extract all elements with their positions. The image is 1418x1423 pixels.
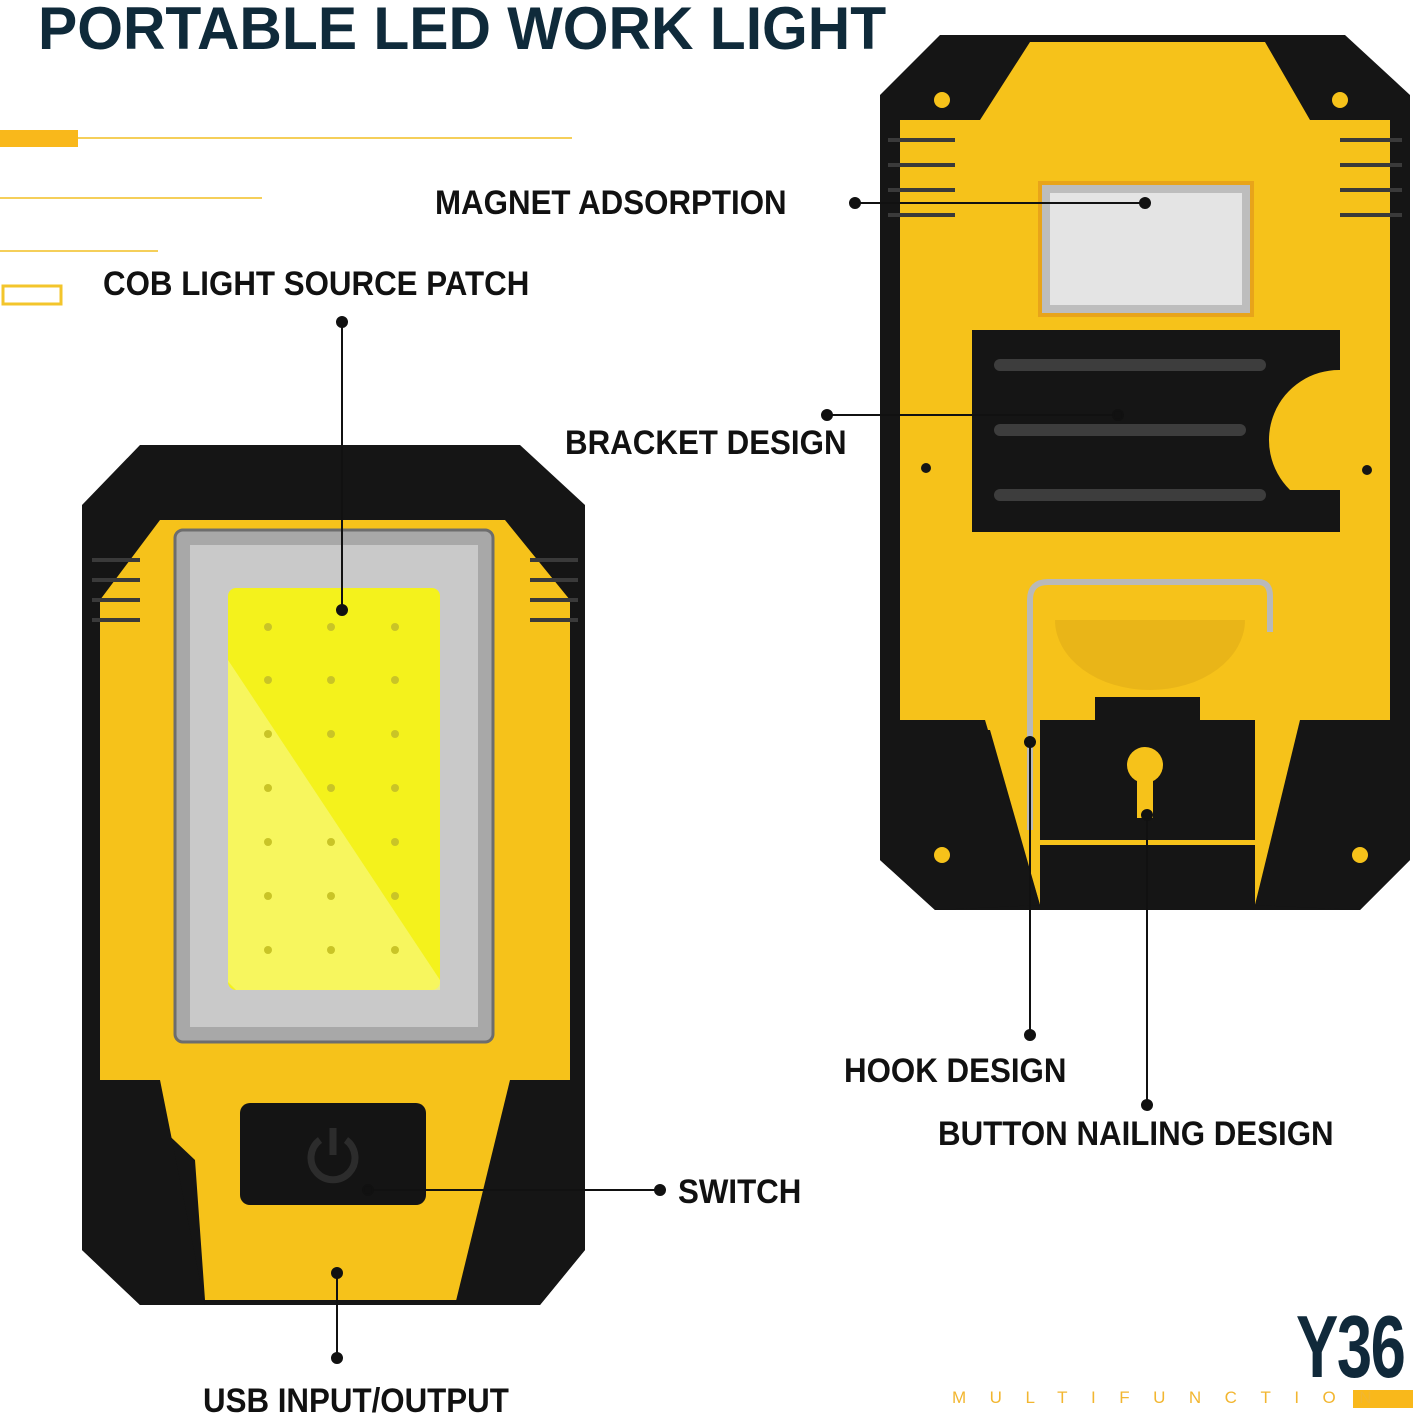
- label-bracket-design: BRACKET DESIGN: [565, 424, 847, 462]
- page-title: PORTABLE LED WORK LIGHT: [38, 0, 887, 62]
- power-icon: [307, 1128, 359, 1184]
- model-badge: Y36: [1296, 1297, 1406, 1396]
- decorative-lines: [0, 130, 572, 306]
- label-switch: SWITCH: [678, 1173, 802, 1211]
- label-magnet-adsorption: MAGNET ADSORPTION: [435, 184, 787, 222]
- hook: [1027, 579, 1273, 830]
- accent-bar: [1353, 1390, 1413, 1408]
- label-cob-light-source: COB LIGHT SOURCE PATCH: [103, 265, 530, 303]
- label-usb-input-output: USB INPUT/OUTPUT: [203, 1382, 509, 1420]
- front-work-light: [82, 445, 585, 1305]
- label-button-nailing-design: BUTTON NAILING DESIGN: [938, 1115, 1334, 1153]
- label-hook-design: HOOK DESIGN: [844, 1052, 1067, 1090]
- back-work-light: [880, 35, 1410, 910]
- callout-lines: [331, 197, 1153, 1364]
- model-subtitle: MULTIFUNCTION: [952, 1388, 1396, 1407]
